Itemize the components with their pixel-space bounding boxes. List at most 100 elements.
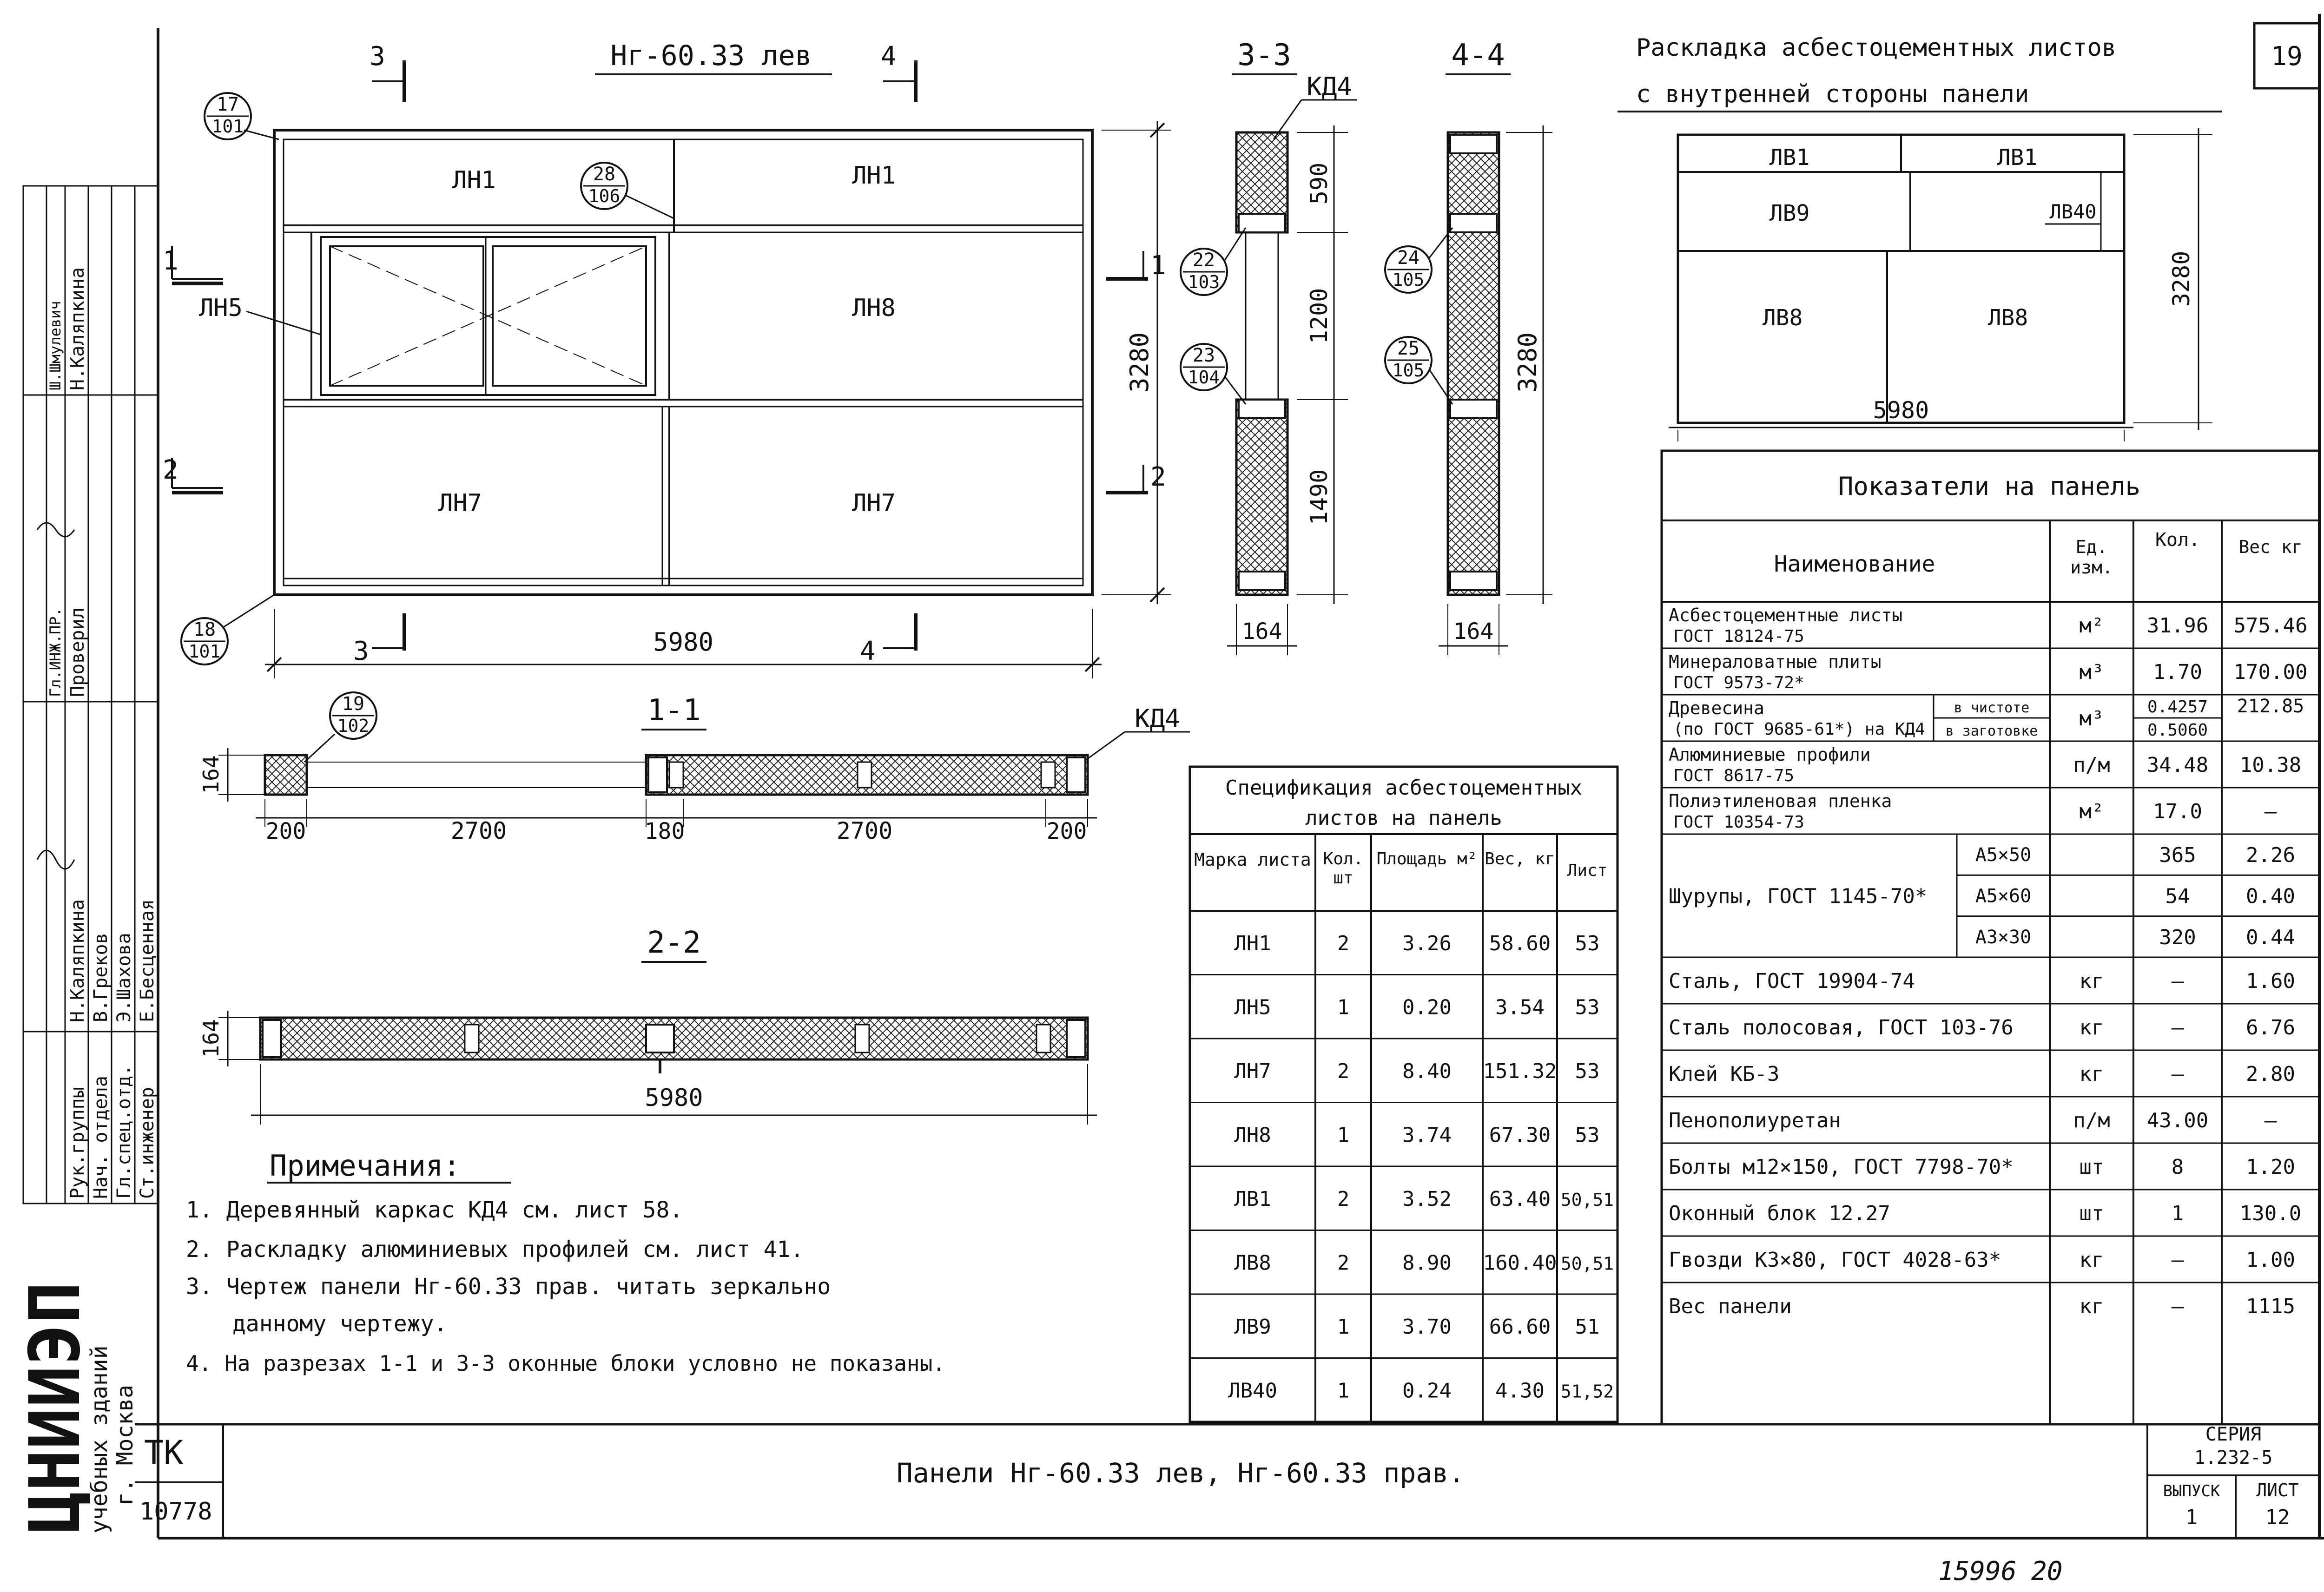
stamp-role-3: Рук.группы [67, 1087, 88, 1199]
stamp-role-top: Проверил [67, 607, 88, 697]
indicators-header-name: Наименование [1774, 551, 1935, 577]
indicator-weight: 1115 [2246, 1295, 2295, 1318]
section-33-width-dim: 164 [1242, 618, 1282, 645]
stamp-name-2: Э.Шахова [113, 933, 135, 1022]
indicator-name: Алюминиевые профили [1669, 744, 1871, 765]
section-33-kd: КД4 [1307, 72, 1352, 101]
indicator-qty: 0.4257 [2147, 697, 2208, 717]
stamp-name-1: В.Греков [90, 933, 112, 1022]
indicator-weight: 2.26 [2246, 843, 2295, 867]
spec-cell-area: 0.24 [1402, 1379, 1452, 1402]
indicator-name: Сталь полосовая, ГОСТ 103-76 [1669, 1016, 2014, 1039]
indicator-name: Гвозди К3×80, ГОСТ 4028-63* [1669, 1248, 2001, 1272]
spec-cell-area: 0.20 [1402, 995, 1452, 1019]
institute-logo: ЦНИИЭП учебных зданий г. Москва [15, 1282, 138, 1533]
left-stamp [22, 185, 159, 1204]
indicator-unit: шт [2080, 1202, 2104, 1225]
note-2: 2. Раскладку алюминиевых профилей см. ли… [186, 1237, 804, 1263]
spec-cell-sheet: 53 [1575, 1123, 1600, 1147]
indicator-weight: 575.46 [2234, 614, 2308, 638]
sheet-value: 12 [2265, 1506, 2290, 1529]
indicator-unit: кг [2080, 1295, 2104, 1318]
indicator-name: Сталь, ГОСТ 19904-74 [1669, 969, 1915, 993]
series-label: СЕРИЯ [2205, 1424, 2261, 1445]
indicator-qty: 17.0 [2153, 800, 2202, 823]
indicator-qty: — [2172, 1295, 2184, 1318]
indicator-weight: 130.0 [2240, 1202, 2301, 1225]
indicators-header-weight: Вес кг [2238, 537, 2302, 557]
indicator-unit: кг [2080, 1062, 2104, 1086]
spec-header-qty: Кол. шт [1323, 849, 1364, 888]
indicator-qty: 320 [2159, 926, 2196, 949]
section-11-kd: КД4 [1135, 704, 1180, 733]
section-11-thickness: 164 [198, 755, 224, 794]
archive-sheet: 20 [2031, 1556, 2062, 1586]
svg-text:104: 104 [1188, 367, 1220, 388]
spec-cell-area: 8.90 [1402, 1251, 1452, 1275]
section-11-dim-2700-b: 2700 [837, 817, 892, 844]
section-1-1: 1-1 КД4 19 102 164 200 270 [198, 691, 1190, 844]
inner-height-dim: 3280 [2168, 251, 2195, 307]
indicator-weight: — [2265, 1109, 2277, 1132]
svg-text:28: 28 [593, 164, 615, 185]
section-33-dim-590: 590 [1306, 163, 1333, 204]
spec-cell-mark: ЛВ40 [1228, 1379, 1277, 1402]
svg-text:22: 22 [1193, 250, 1215, 271]
note-4: 4. На разрезах 1-1 и 3-3 оконные блоки у… [186, 1351, 945, 1376]
issue-label: ВЫПУСК [2163, 1482, 2220, 1500]
spec-header-sheet: Лист [1567, 861, 1608, 880]
sheet-label-ln1-b: ЛН1 [852, 162, 896, 190]
callout-22: 22 103 [1180, 227, 1247, 296]
cut-label-1-right: 1 [1150, 250, 1166, 281]
spec-cell-mark: ЛН5 [1234, 995, 1271, 1019]
sheet-label-ln7-b: ЛН7 [852, 489, 896, 517]
svg-text:105: 105 [1393, 360, 1425, 381]
notes: Примечания: 1. Деревянный каркас КД4 см.… [186, 1149, 945, 1376]
spec-cell-qty: 2 [1337, 932, 1350, 955]
section-33-title: 3-3 [1237, 38, 1291, 72]
spec-cell-qty: 2 [1337, 1187, 1350, 1211]
indicator-weight: 1.60 [2246, 969, 2295, 993]
inner-width-dim: 5980 [1873, 397, 1929, 424]
inner-sheet-lv1-b: ЛВ1 [1997, 145, 2038, 171]
inner-layout-title-1: Раскладка асбестоцементных листов [1636, 34, 2116, 62]
indicators-header-qty: Кол. [2155, 529, 2200, 551]
inner-sheet-lv1-a: ЛВ1 [1769, 145, 1810, 171]
issue-value: 1 [2185, 1506, 2198, 1529]
stamp-role-2: Гл.спец.отд. [113, 1065, 135, 1199]
section-22-thickness: 164 [198, 1019, 224, 1058]
spec-cell-mark: ЛВ1 [1234, 1187, 1271, 1211]
indicator-name-2: ГОСТ 9573-72* [1673, 673, 1804, 692]
indicator-qty-2: 0.5060 [2147, 721, 2208, 740]
spec-title-1: Спецификация асбестоцементных [1225, 776, 1582, 800]
indicator-qty: 1.70 [2153, 660, 2202, 684]
indicator-unit: м³ [2080, 660, 2104, 684]
signature-2 [36, 849, 75, 870]
svg-text:101: 101 [212, 116, 244, 137]
spec-cell-weight: 66.60 [1489, 1315, 1551, 1339]
cut-label-1-left: 1 [163, 246, 178, 276]
indicator-unit: кг [2080, 1248, 2104, 1272]
spec-cell-qty: 1 [1337, 1315, 1350, 1339]
indicator-unit: м² [2080, 800, 2104, 823]
inner-sheet-lv40: ЛВ40 [2049, 200, 2096, 223]
spec-table: Спецификация асбестоцементных листов на … [1188, 765, 1619, 1423]
callout-25: 25 105 [1384, 336, 1453, 405]
spec-cell-area: 3.26 [1402, 932, 1452, 955]
spec-cell-qty: 2 [1337, 1059, 1350, 1083]
indicator-name: Минераловатные плиты [1669, 651, 1882, 672]
inner-sheet-lv9: ЛВ9 [1769, 200, 1810, 226]
panel-elevation: Нг-60.33 лев ЛН1 ЛН1 ЛН5 ЛН8 ЛН7 ЛН7 [163, 39, 1171, 678]
indicator-sub: А5×50 [1975, 844, 2031, 866]
indicator-sub-1: в чистоте [1954, 700, 2030, 716]
svg-text:25: 25 [1397, 338, 1419, 359]
indicator-qty: — [2172, 1062, 2184, 1086]
indicator-weight: 212.85 [2237, 696, 2304, 717]
indicator-name: Пенополиуретан [1669, 1109, 1841, 1132]
indicator-weight: — [2265, 800, 2277, 823]
note-3-cont: данному чертежу. [232, 1311, 447, 1337]
callout-19: 19 102 [304, 691, 377, 763]
spec-cell-sheet: 51,52 [1561, 1381, 1614, 1401]
sheet-label-ln1-a: ЛН1 [452, 166, 496, 194]
indicator-unit: кг [2080, 1016, 2104, 1039]
